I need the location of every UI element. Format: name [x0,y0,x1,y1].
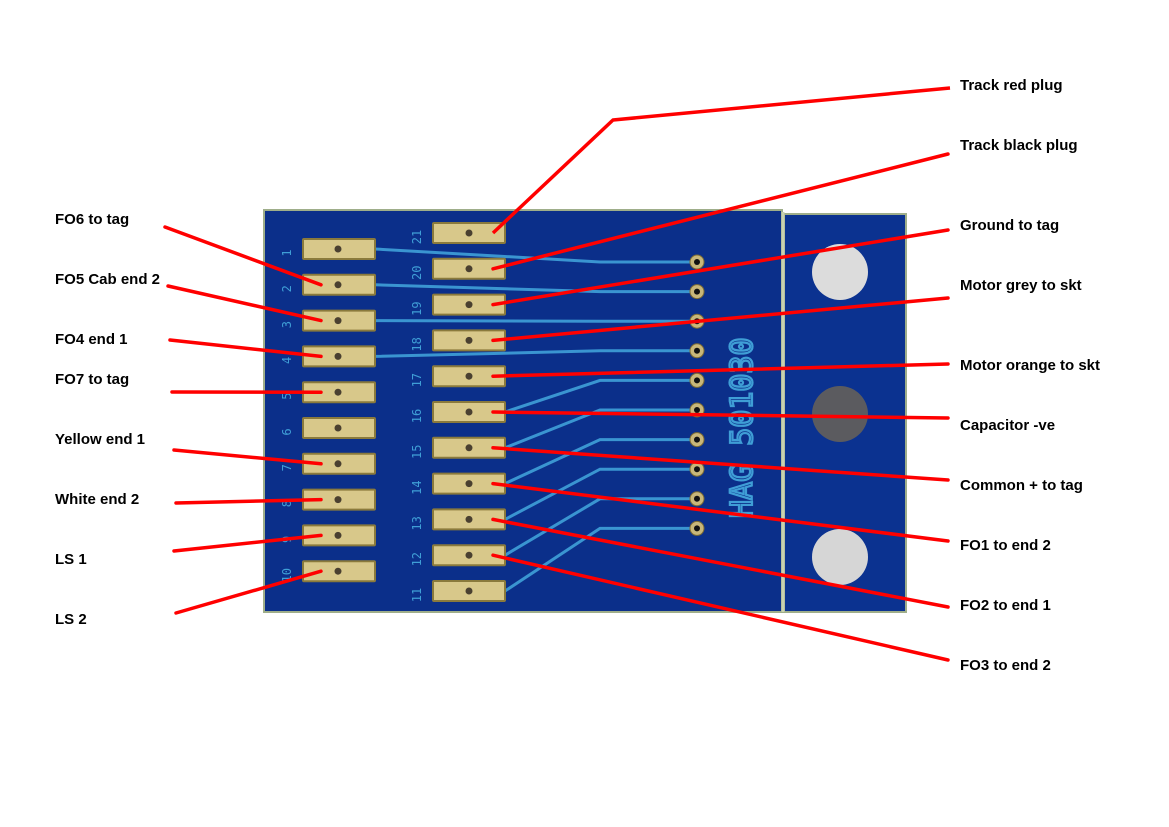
pin-number-5: 5 [280,393,294,400]
pcb-trace [374,283,697,294]
solder-pad-3 [302,309,376,332]
via-drill [694,525,700,532]
solder-pad-10 [302,560,376,583]
pin-number-18: 18 [410,337,424,351]
right-label: Track black plug [960,137,1078,154]
solder-pad-19 [432,293,506,316]
left-label: FO5 Cab end 2 [55,271,161,288]
pin-number-21: 21 [410,230,424,244]
left-label: LS 2 [55,611,87,628]
left-label: FO7 to tag [55,371,130,388]
solder-pad-8 [302,488,376,511]
leader-line [172,448,323,466]
via-drill [694,288,700,295]
solder-pad-6 [302,417,376,439]
right-label: FO2 to end 1 [960,597,1051,614]
pcb-trace [504,438,697,485]
leader-line [491,152,950,271]
pin-number-7: 7 [280,464,294,471]
solder-pad-11 [432,580,506,602]
right-label: Ground to tag [960,217,1060,234]
solder-pad-1 [302,238,376,260]
right-label: Motor orange to skt [960,357,1101,374]
pcb-trace [504,526,697,593]
via-drill [694,407,700,413]
via-drill [694,466,700,473]
pin-number-8: 8 [280,500,294,507]
mounting-hole-bottom [812,529,868,585]
pcb-trace [504,467,697,521]
solder-pad-9 [302,524,376,547]
solder-pads [302,222,506,602]
solder-pad-13 [432,508,506,531]
pin-number-16: 16 [410,409,424,423]
leader-line [163,225,323,287]
leader-line [491,362,950,378]
pcb-trace [374,319,697,323]
left-label: White end 2 [55,491,140,508]
pin-number-1: 1 [280,249,294,256]
leader-line [491,410,950,420]
leader-line [491,481,950,543]
mounting-hole-middle [812,386,868,442]
solder-pad-5 [302,381,376,404]
leader-line [491,296,950,343]
leader-line [491,86,951,235]
left-label: FO4 end 1 [55,331,128,348]
leader-line [174,497,323,505]
right-label: Common + to tag [960,477,1083,494]
pcb-trace [374,247,697,264]
pin-number-11: 11 [410,588,424,602]
left-label: Yellow end 1 [55,431,146,448]
leader-line [174,569,323,615]
leader-line [168,338,323,359]
leader-lines [163,86,951,662]
pin-number-4: 4 [280,357,294,364]
pin-number-12: 12 [410,552,424,566]
pin-number-6: 6 [280,428,294,435]
pin-numbers: 123456789102120191817161514131211 [280,230,424,602]
solder-pad-4 [302,345,376,368]
pin-number-13: 13 [410,516,424,530]
leader-line [491,446,950,482]
pin-number-17: 17 [410,373,424,387]
pin-number-15: 15 [410,445,424,459]
pcb-traces [374,247,697,593]
solder-pad-12 [432,544,506,567]
left-label: LS 1 [55,551,87,568]
via-drill [694,436,700,443]
via-drill [694,495,700,502]
via-drill [694,259,700,265]
mounting-hole-top [812,244,868,300]
via-drill [694,377,700,384]
pin-number-20: 20 [410,266,424,280]
via-holes [689,254,705,536]
right-label: Motor grey to skt [960,277,1082,294]
board-marking: HAG 501030 [725,337,760,518]
pcb-trace [504,408,697,450]
pin-number-14: 14 [410,480,424,494]
via-drill [694,347,700,354]
right-label: Track red plug [960,77,1063,94]
pin-number-19: 19 [410,301,424,315]
pin-number-2: 2 [280,285,294,292]
pin-number-3: 3 [280,321,294,328]
right-label: FO3 to end 2 [960,657,1051,674]
solder-pad-2 [302,273,376,296]
pcb-trace [504,378,697,414]
solder-pad-20 [432,257,506,280]
left-label: FO6 to tag [55,211,130,228]
right-label: FO1 to end 2 [960,537,1051,554]
leader-line [172,533,323,553]
leader-line [166,284,323,323]
right-label: Capacitor -ve [960,417,1056,434]
solder-pad-21 [432,222,506,244]
leader-line [491,553,950,662]
leader-line [491,228,950,307]
pcb-trace [374,349,697,358]
leader-line [491,517,950,609]
